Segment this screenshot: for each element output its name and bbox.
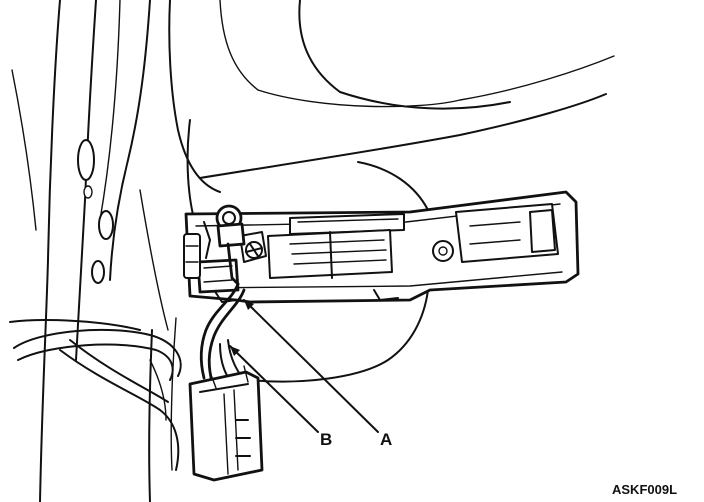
- height-adjuster-rail: [184, 190, 580, 304]
- leader-arrow-a: [244, 300, 254, 310]
- callout-label-b: B: [320, 430, 332, 449]
- callout-label-a: A: [380, 430, 392, 449]
- figure-code: ASKF009L: [612, 482, 677, 497]
- connector-block: [188, 365, 264, 482]
- roof-rail: [139, 0, 615, 331]
- leader-lines: [229, 299, 379, 433]
- backing-panel: [249, 161, 429, 383]
- leader-line-a: [243, 299, 379, 433]
- anchor-bolt-assembly: [183, 204, 267, 294]
- leader-arrow-b: [230, 346, 240, 356]
- leader-line-b: [229, 345, 319, 433]
- body-pillar: [11, 0, 177, 502]
- loose-cables: [9, 319, 182, 471]
